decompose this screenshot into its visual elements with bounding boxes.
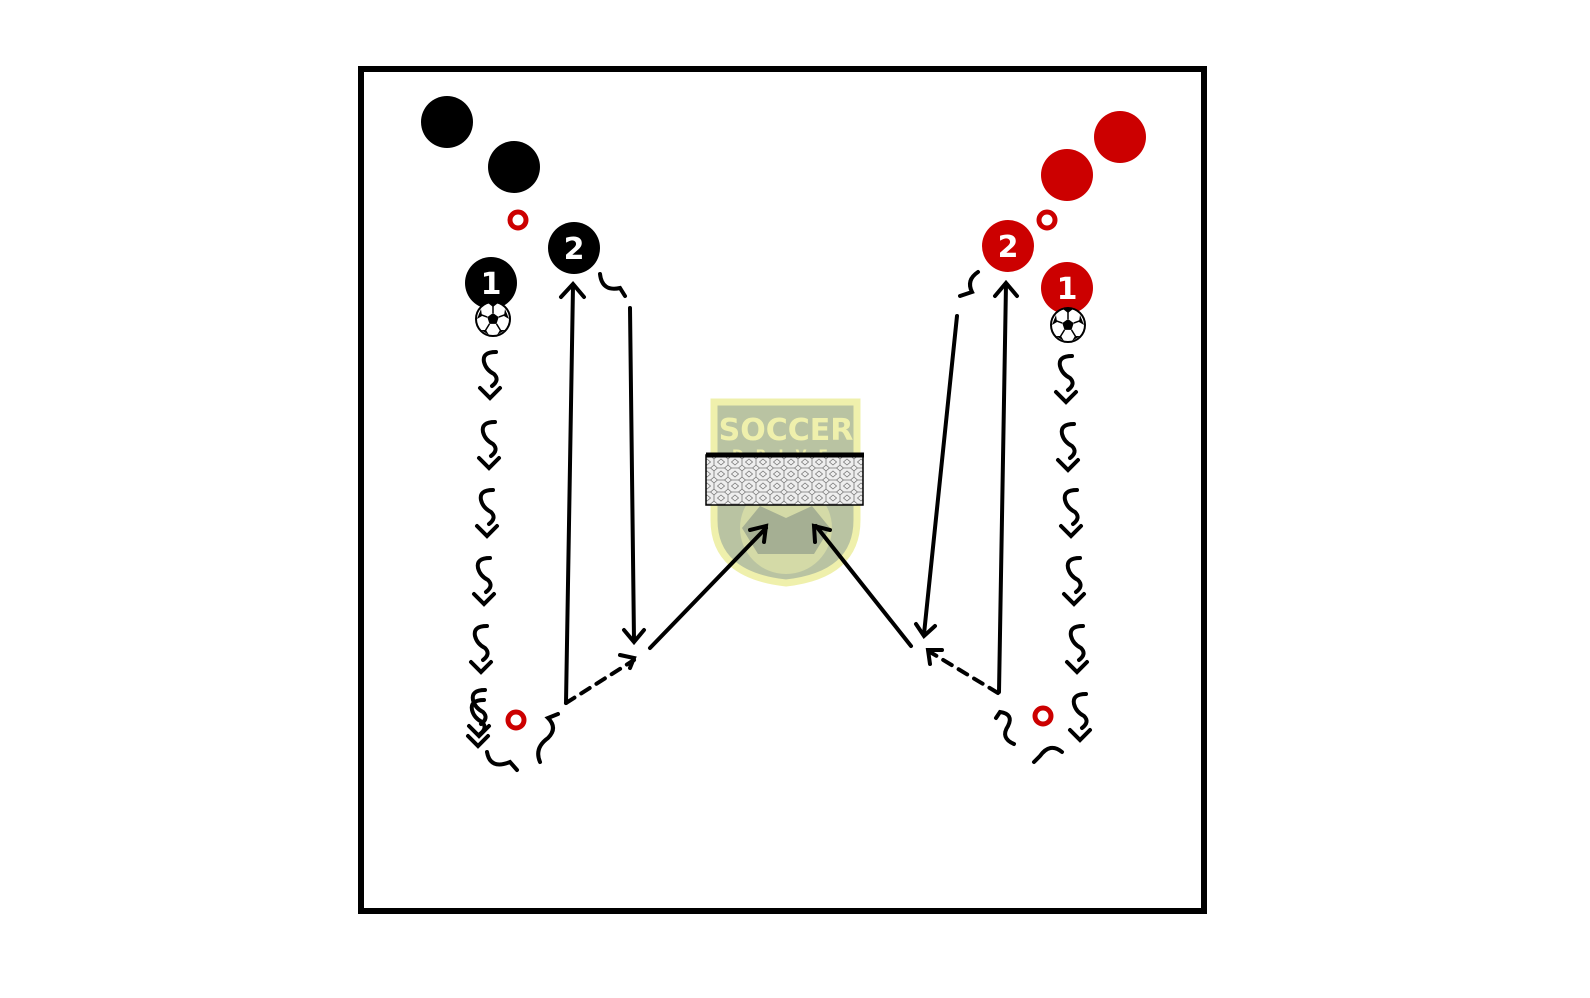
black-player — [488, 141, 540, 193]
cone-icon — [505, 709, 527, 731]
black-player-1-label: 1 — [481, 267, 502, 302]
logo-text-soccer: SOCCER — [719, 413, 854, 448]
red-player — [1041, 149, 1093, 201]
dribble-path-right — [1054, 354, 1092, 743]
dribble-segment — [475, 488, 499, 539]
dribble-segment — [477, 420, 501, 471]
dribble-segment — [1059, 488, 1083, 539]
arrowhead — [811, 523, 832, 544]
black-player — [421, 96, 473, 148]
goal-net-icon — [705, 452, 864, 506]
red-player-1: 1 — [1041, 262, 1093, 314]
cone-icon — [507, 209, 529, 231]
dribble-segment — [1068, 692, 1092, 743]
red-player-2-label: 2 — [998, 230, 1019, 265]
arrowhead — [914, 622, 937, 640]
run-lines — [485, 270, 1064, 772]
run-arrow-left-down — [628, 306, 636, 642]
red-player-1-label: 1 — [1057, 272, 1078, 307]
black-player-1: 1 — [465, 257, 517, 309]
pass-left — [564, 658, 636, 705]
run-arrow-right-down — [922, 314, 959, 636]
dribble-segment — [1056, 422, 1080, 473]
dribble-segment — [1062, 556, 1086, 607]
dribble-segment — [469, 624, 493, 675]
run-arrow-left-up — [564, 284, 575, 705]
pass-right — [928, 650, 1000, 695]
arrowhead — [993, 279, 1019, 298]
dribble-segment — [478, 350, 502, 401]
curl-right — [958, 270, 980, 298]
dribble-segment — [466, 698, 490, 749]
dribble-segment — [472, 556, 496, 607]
black-player-2: 2 — [548, 222, 600, 274]
red-player-2: 2 — [982, 220, 1034, 272]
curl-left — [598, 272, 627, 298]
soccer-ball-icon — [475, 301, 511, 337]
shot-right — [814, 524, 913, 648]
dribble-path-left — [466, 350, 502, 749]
arrowhead — [925, 648, 944, 666]
dribble-segment — [1054, 354, 1078, 405]
curl-right-bottom — [994, 709, 1016, 746]
field-boundary — [358, 66, 1207, 914]
soccer-ball-icon — [1050, 307, 1086, 343]
cone-icon — [1032, 705, 1054, 727]
arrowhead — [559, 280, 586, 299]
shot-left — [648, 526, 768, 650]
red-player — [1094, 111, 1146, 163]
cone-icon — [1036, 209, 1058, 231]
arrowhead — [618, 653, 637, 670]
dribble-end-right — [1032, 745, 1064, 764]
dribble-end-left — [485, 750, 519, 772]
arrowhead — [748, 523, 769, 544]
arrowhead — [622, 628, 646, 646]
black-player-2-label: 2 — [564, 232, 585, 267]
curl-left-bottom — [536, 712, 560, 764]
run-arrow-right-up — [997, 282, 1008, 694]
dribble-segment — [1065, 624, 1089, 675]
